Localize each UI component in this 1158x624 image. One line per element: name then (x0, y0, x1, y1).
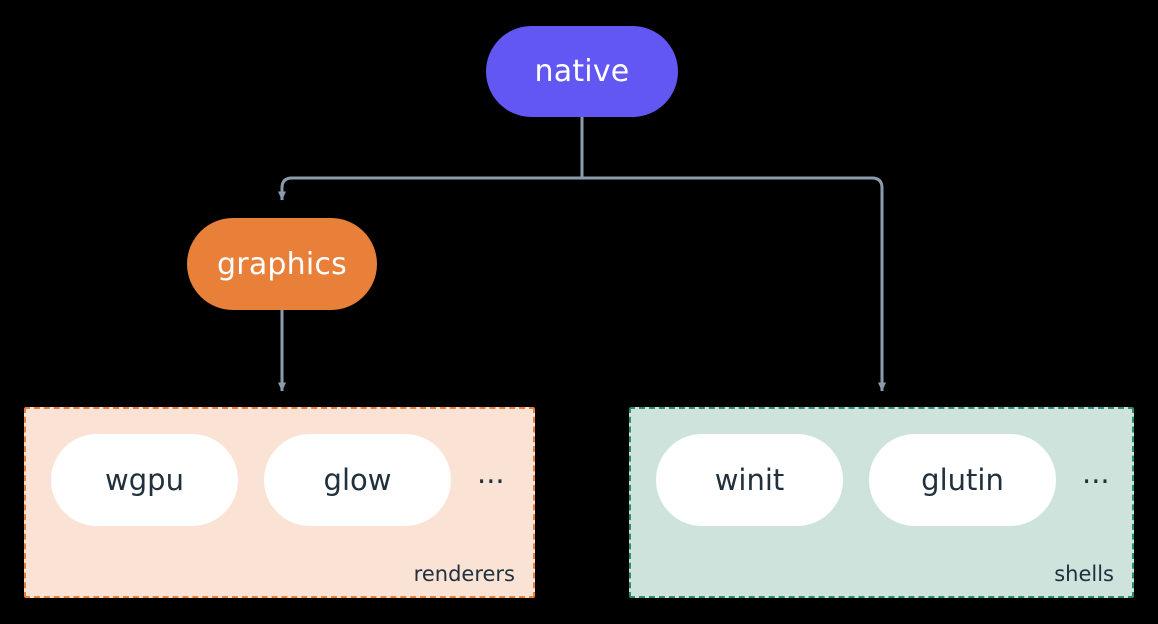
node-native[interactable]: native (486, 26, 678, 117)
group-shells-items: winit glutin ... (631, 434, 1132, 526)
edge-native-to-shells (582, 176, 886, 392)
edge-native-to-graphics (278, 176, 582, 201)
leaf-winit[interactable]: winit (656, 434, 843, 526)
leaf-winit-label: winit (714, 463, 785, 497)
group-renderers: wgpu glow ... renderers (24, 407, 535, 598)
renderers-overflow-ellipsis: ... (477, 455, 505, 490)
leaf-wgpu-label: wgpu (105, 463, 184, 497)
node-native-label: native (534, 54, 630, 89)
leaf-wgpu[interactable]: wgpu (51, 434, 238, 526)
group-shells-label: shells (1054, 562, 1114, 586)
leaf-glow[interactable]: glow (264, 434, 451, 526)
group-renderers-items: wgpu glow ... (26, 434, 533, 526)
leaf-glutin[interactable]: glutin (869, 434, 1056, 526)
group-shells: winit glutin ... shells (629, 407, 1134, 598)
leaf-glow-label: glow (323, 463, 392, 497)
group-renderers-label: renderers (413, 562, 515, 586)
leaf-glutin-label: glutin (921, 463, 1004, 497)
node-graphics-label: graphics (217, 246, 347, 282)
shells-overflow-ellipsis: ... (1082, 455, 1110, 490)
node-graphics[interactable]: graphics (187, 218, 377, 310)
